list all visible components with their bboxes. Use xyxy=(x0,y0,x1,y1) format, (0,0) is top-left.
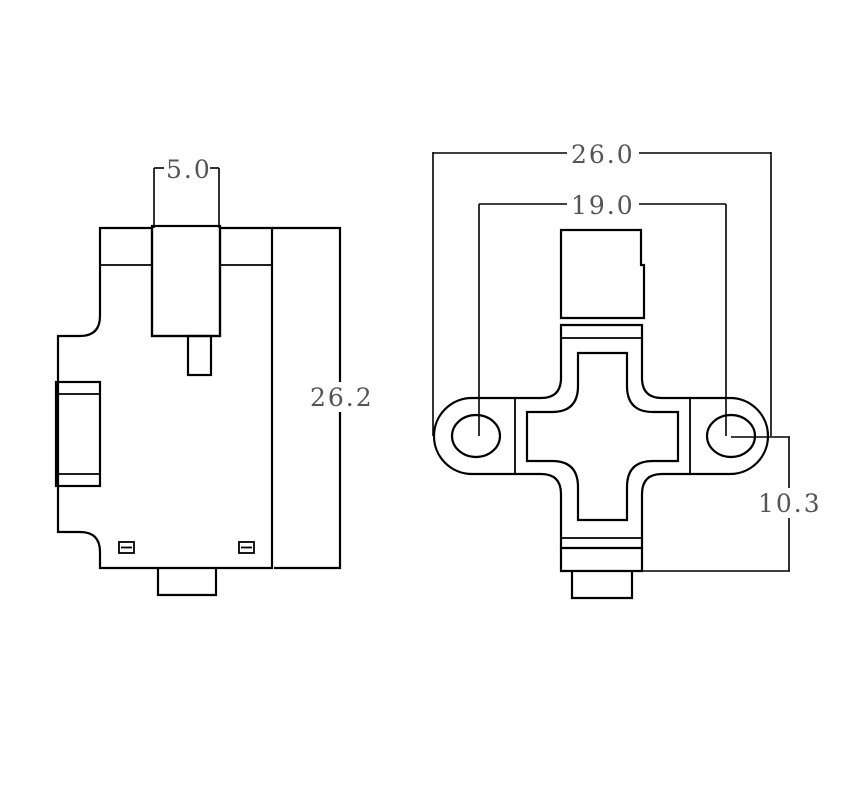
dim-front-hole-to-bottom-label: 10.3 xyxy=(758,489,822,518)
front-view-hole-left xyxy=(450,413,502,459)
front-view-hole-right xyxy=(705,413,757,459)
side-view-shaft xyxy=(150,224,222,338)
side-view-body-outline xyxy=(56,226,274,570)
front-view-inner-cross xyxy=(525,351,680,522)
dim-front-hole-spacing: 19.0 xyxy=(478,191,727,436)
dim-front-hole-spacing-label: 19.0 xyxy=(571,191,635,220)
front-view-bottom-block xyxy=(559,548,644,573)
front-view-top-block xyxy=(559,228,646,320)
side-view-slot-left xyxy=(118,541,135,554)
dim-side-width-label: 5.0 xyxy=(166,155,212,184)
side-view xyxy=(54,224,342,597)
side-view-bottom-tab xyxy=(156,568,218,597)
front-view-bottom-tab xyxy=(570,571,634,600)
dim-front-hole-to-bottom: 10.3 xyxy=(642,436,824,572)
side-view-stem xyxy=(186,334,213,377)
side-view-side-clip xyxy=(54,380,102,488)
dim-side-width: 5.0 xyxy=(153,155,220,228)
dim-front-overall-width-label: 26.0 xyxy=(571,140,635,169)
dim-side-height: 26.2 xyxy=(306,228,374,568)
dim-side-height-label: 26.2 xyxy=(310,383,374,412)
front-view xyxy=(432,228,770,600)
front-view-outer-cross xyxy=(432,323,770,550)
dim-front-overall-width: 26.0 xyxy=(432,140,772,436)
side-view-slot-right xyxy=(238,541,255,554)
